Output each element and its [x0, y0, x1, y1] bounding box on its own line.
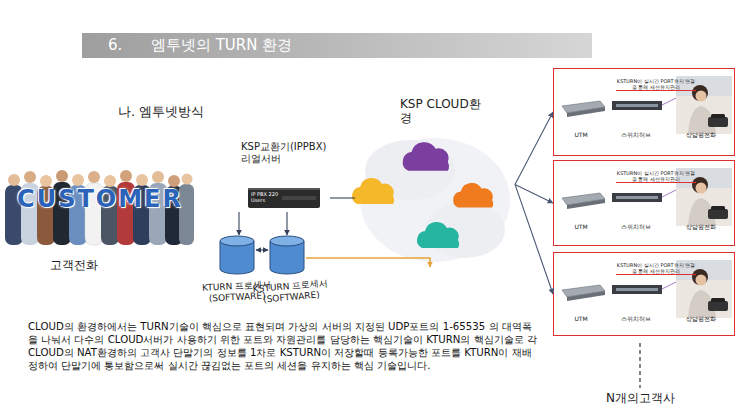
cylinder-outline	[268, 235, 306, 275]
customer-crowd	[8, 174, 20, 186]
customer-crowd	[182, 174, 193, 185]
node-text: UTM	[561, 131, 601, 138]
node-heading: KSP교환기(IPPBX) 리얼서버	[241, 141, 333, 165]
cloud-environment: KSP CLOUD환경	[355, 95, 515, 267]
ippbx-device	[248, 188, 320, 190]
connector-arrow	[330, 197, 355, 198]
customer-crowd	[5, 170, 194, 245]
node-heading: KSP CLOUD환경	[400, 97, 482, 125]
customer-site-box: KSTURN이 실시간 PORT유지 연결을 통해 세션유지관리 UTM 스위치허브…	[553, 68, 735, 156]
cylinder-top	[270, 236, 304, 246]
node-text: IP PBX 220 Users	[251, 191, 279, 203]
customer-site-equipment	[562, 168, 732, 226]
customer-crowd	[56, 170, 68, 182]
connector-arrow	[515, 184, 553, 203]
connector-arrow	[515, 184, 553, 294]
customer-site-box: KSTURN이 실시간 PORT유지 연결을 통해 세션유지관리 UTM 스위치허브…	[553, 160, 735, 246]
node-text: 상담원전화	[676, 315, 726, 324]
customer-site-equipment	[562, 76, 732, 134]
cloud-illustration	[417, 222, 459, 248]
node-text: 스위치허브	[611, 315, 661, 324]
customer-site-equipment	[562, 260, 732, 318]
node-heading: KSTURN이 실시간 PORT유지 연결을 통해 세션유지관리	[616, 170, 696, 183]
process-cylinder: KSTURN 프로세서 (SOFTWARE)	[268, 235, 306, 275]
cylinder-top	[220, 236, 254, 246]
cloud-illustration	[352, 178, 394, 204]
cylinder-outline	[218, 235, 256, 275]
node-text: 상담원전화	[676, 131, 726, 140]
customer-crowd	[24, 171, 36, 183]
customer-crowd	[72, 174, 84, 186]
connector-arrow	[286, 212, 287, 235]
customer-group: CUSTOMER 고객전화	[5, 165, 195, 280]
node-text: 상담원전화	[676, 223, 726, 232]
connector-arrow	[238, 212, 239, 235]
node-text: 고객전화	[50, 257, 98, 274]
process-cylinder: KTURN 프로세서 (SOFTWARE)	[218, 235, 256, 275]
customer-crowd	[136, 174, 148, 186]
ippbx-device	[248, 188, 320, 208]
ippbx-server: KSP교환기(IPPBX) 리얼서버 IP PBX 220 Users	[235, 140, 330, 212]
node-heading: KSTURN이 실시간 PORT유지 연결을 통해 세션유지관리	[616, 78, 696, 91]
customer-crowd	[120, 170, 132, 182]
group-label: N개의고객사	[606, 390, 675, 407]
cloud-illustration	[352, 138, 510, 262]
node-text: UTM	[561, 315, 601, 322]
section-heading: 나. 엠투넷방식	[118, 103, 204, 121]
node-text: 스위치허브	[611, 131, 661, 140]
customer-crowd	[88, 171, 100, 183]
node-text: 스위치허브	[611, 223, 661, 232]
description-paragraph: CLOUD의 환경하에서는 TURN기술이 핵심으로 표현되며 가상의 서버의 …	[28, 320, 538, 372]
connector-arrow	[256, 249, 268, 250]
connector-arrow	[306, 258, 430, 267]
connector-arrow	[515, 112, 553, 184]
node-heading: CUSTOMER	[5, 185, 195, 213]
customer-site-box: KSTURN이 실시간 PORT유지 연결을 통해 세션유지관리 UTM 스위치허브…	[553, 252, 735, 336]
customer-crowd	[152, 171, 164, 183]
continuation-dash	[639, 343, 640, 388]
node-heading: KSTURN이 실시간 PORT유지 연결을 통해 세션유지관리	[616, 262, 696, 275]
cloud-illustration	[453, 183, 493, 208]
node-text: UTM	[561, 223, 601, 230]
slide-title: 6. 엠투넷의 TURN 환경	[108, 36, 292, 55]
ippbx-device	[282, 196, 316, 200]
ippbx-device	[248, 188, 320, 208]
cloud-illustration	[403, 142, 449, 171]
title-band	[82, 33, 592, 58]
